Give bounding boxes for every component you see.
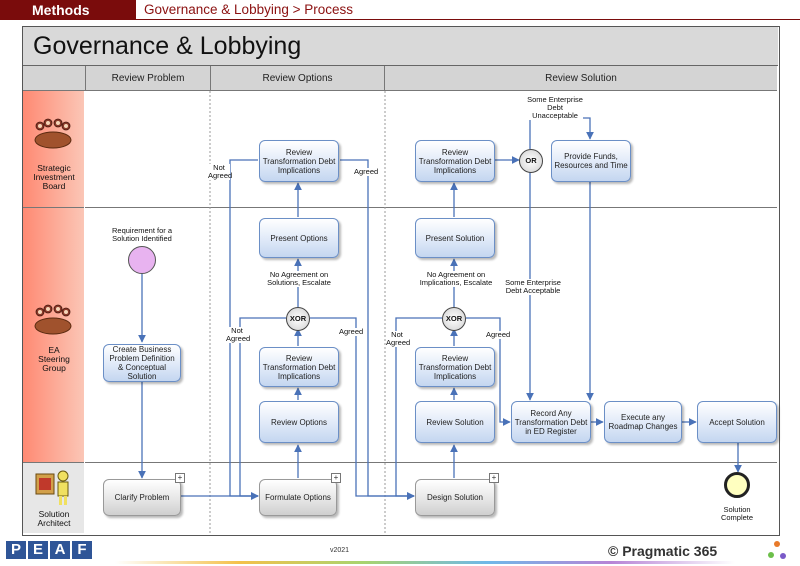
top-bar: Methods Governance & Lobbying > Process (0, 0, 800, 20)
label-agreed: Agreed (339, 327, 364, 336)
end-event-label: Solution Complete (720, 505, 754, 522)
lane-header-sib (23, 91, 84, 208)
task-formulate-options[interactable]: Formulate Options (259, 479, 337, 516)
start-event-label: Requirement for a Solution Identified (111, 226, 173, 243)
diagram-frame (22, 26, 780, 536)
section-tab[interactable]: Methods (0, 0, 136, 20)
task-review-options[interactable]: Review Options (259, 401, 339, 443)
lane-label-sa: Solution Architect (37, 509, 71, 528)
architect-icon (35, 470, 69, 505)
xor-gateway-solution[interactable]: XOR (442, 307, 466, 331)
task-clarify-problem[interactable]: Clarify Problem (103, 479, 181, 516)
label-some-debt-acceptable: Some Enterprise Debt Acceptable (498, 279, 568, 295)
end-event[interactable] (724, 472, 750, 498)
version-label: v2021 (330, 547, 350, 554)
task-execute-roadmap[interactable]: Execute any Roadmap Changes (604, 401, 682, 443)
label-some-debt-unacceptable: Some Enterprise Debt Unacceptable (527, 95, 583, 120)
lane-header-esg (23, 208, 84, 463)
label-not-agreed: Not Agreed (226, 326, 251, 343)
label-not-agreed: Not Agreed (208, 163, 233, 180)
task-present-options[interactable]: Present Options (259, 218, 339, 258)
task-accept-solution[interactable]: Accept Solution (697, 401, 777, 443)
label-no-agreement-solutions: No Agreement on Solutions, Escalate (253, 271, 345, 287)
label-agreed: Agreed (354, 167, 379, 176)
task-design-solution[interactable]: Design Solution (415, 479, 495, 516)
label-no-agreement-implications: No Agreement on Implications, Escalate (408, 271, 504, 287)
column-header-blank (23, 66, 86, 91)
label-not-agreed: Not Agreed (386, 330, 411, 347)
task-present-solution[interactable]: Present Solution (415, 218, 495, 258)
task-review-debt-options[interactable]: Review Transformation Debt Implications (259, 140, 339, 182)
lane-label-esg: EA Steering Group (38, 345, 70, 373)
diagram-title: Governance & Lobbying (23, 27, 778, 66)
start-event[interactable] (128, 246, 156, 274)
or-gateway[interactable]: OR (519, 149, 543, 173)
column-header-review-problem: Review Problem (86, 66, 211, 91)
board-meeting-icon (34, 118, 72, 149)
expand-icon[interactable]: + (489, 473, 499, 483)
expand-icon[interactable]: + (175, 473, 185, 483)
task-record-debt[interactable]: Record Any Transformation Debt in ED Reg… (511, 401, 591, 443)
column-header-review-options: Review Options (211, 66, 385, 91)
lane-body-sib (85, 91, 777, 208)
task-review-debt-solution-esg[interactable]: Review Transformation Debt Implications (415, 347, 495, 387)
task-provide-funds[interactable]: Provide Funds, Resources and Time (551, 140, 631, 182)
brand-label: © Pragmatic 365 (608, 543, 718, 559)
steering-group-icon (34, 304, 72, 335)
task-review-debt-options-esg[interactable]: Review Transformation Debt Implications (259, 347, 339, 387)
column-header-review-solution: Review Solution (385, 66, 777, 91)
lane-body-esg (85, 208, 777, 463)
expand-icon[interactable]: + (331, 473, 341, 483)
breadcrumb[interactable]: Governance & Lobbying > Process (136, 0, 800, 20)
lane-label-sib: Strategic Investment Board (33, 163, 75, 191)
task-review-solution[interactable]: Review Solution (415, 401, 495, 443)
label-agreed: Agreed (486, 330, 511, 339)
footer-divider (115, 561, 735, 564)
task-create-business-problem[interactable]: Create Business Problem Definition & Con… (103, 344, 181, 382)
xor-gateway-options[interactable]: XOR (286, 307, 310, 331)
task-review-debt-solution[interactable]: Review Transformation Debt Implications (415, 140, 495, 182)
brand-dots-icon (768, 541, 786, 559)
